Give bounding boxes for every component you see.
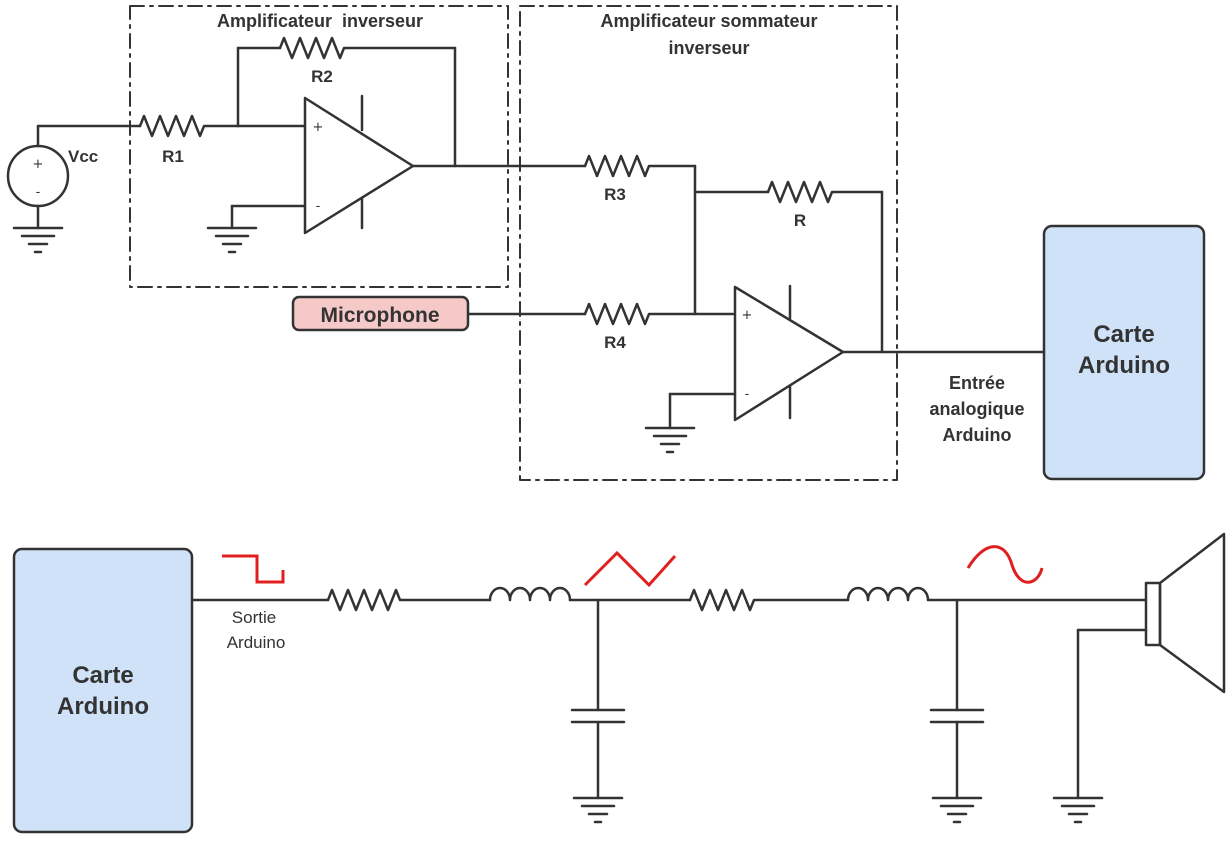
inverting-amp-block (129, 5, 509, 288)
label-r3: R3 (604, 185, 626, 204)
ground-icon (644, 426, 696, 454)
label-r2: R2 (311, 67, 333, 86)
ground-icon (931, 796, 983, 824)
label-r1: R1 (162, 147, 184, 166)
microphone-box (291, 295, 470, 332)
opamp2-plus-sign: + (742, 308, 753, 323)
resistor-r1 (138, 114, 240, 138)
label-r: R (794, 211, 806, 230)
inverting-amp-title: Amplificateur inverseur (217, 11, 423, 31)
summing-amp-title-line2: inverseur (668, 38, 749, 58)
capacitor-1 (570, 708, 626, 724)
arduino-bottom-label-line1: Carte (72, 662, 133, 689)
resistor-out-2 (688, 588, 850, 612)
resistor-r (766, 180, 884, 204)
microphone-label: Microphone (321, 304, 440, 327)
square-wave-icon (222, 554, 285, 584)
ground-icon (1052, 796, 1104, 824)
resistor-r4 (583, 302, 735, 326)
opamp2-minus-sign: - (745, 387, 750, 402)
triangle-wave-icon (583, 550, 677, 588)
analog-input-line2: analogique (929, 399, 1024, 419)
opamp-inverting (303, 94, 415, 235)
arduino-bottom-label-line2: Arduino (57, 693, 149, 720)
opamp-summing (733, 284, 845, 422)
opamp1-minus-sign: - (316, 199, 321, 214)
ground-icon (572, 796, 624, 824)
arduino-top-label-line1: Carte (1093, 321, 1154, 348)
inductor-1 (488, 586, 572, 602)
capacitor-2 (929, 708, 985, 724)
output-label-line2: Arduino (227, 633, 286, 652)
analog-input-line1: Entrée (949, 373, 1005, 393)
resistor-r2 (278, 36, 457, 60)
label-vcc: Vcc (68, 147, 98, 166)
analog-input-line3: Arduino (943, 425, 1012, 445)
label-r4: R4 (604, 333, 626, 352)
speaker-icon (1144, 532, 1226, 694)
summing-amp-block (519, 5, 898, 481)
arduino-board-bottom (12, 547, 194, 834)
inductor-2 (846, 586, 930, 602)
arduino-top-label-line2: Arduino (1078, 352, 1170, 379)
summing-amp-title-line1: Amplificateur sommateur (600, 11, 817, 31)
resistor-out-1 (326, 588, 492, 612)
voltage-source (6, 124, 142, 230)
source-plus-sign: + (33, 157, 44, 172)
opamp1-plus-sign: + (313, 120, 324, 135)
resistor-r3 (583, 154, 697, 178)
source-minus-sign: - (36, 185, 41, 200)
output-label-line1: Sortie (232, 608, 276, 627)
ground-icon (12, 226, 64, 254)
sine-wave-icon (966, 545, 1044, 584)
ground-icon (206, 226, 258, 254)
arduino-board-top (1042, 224, 1206, 481)
